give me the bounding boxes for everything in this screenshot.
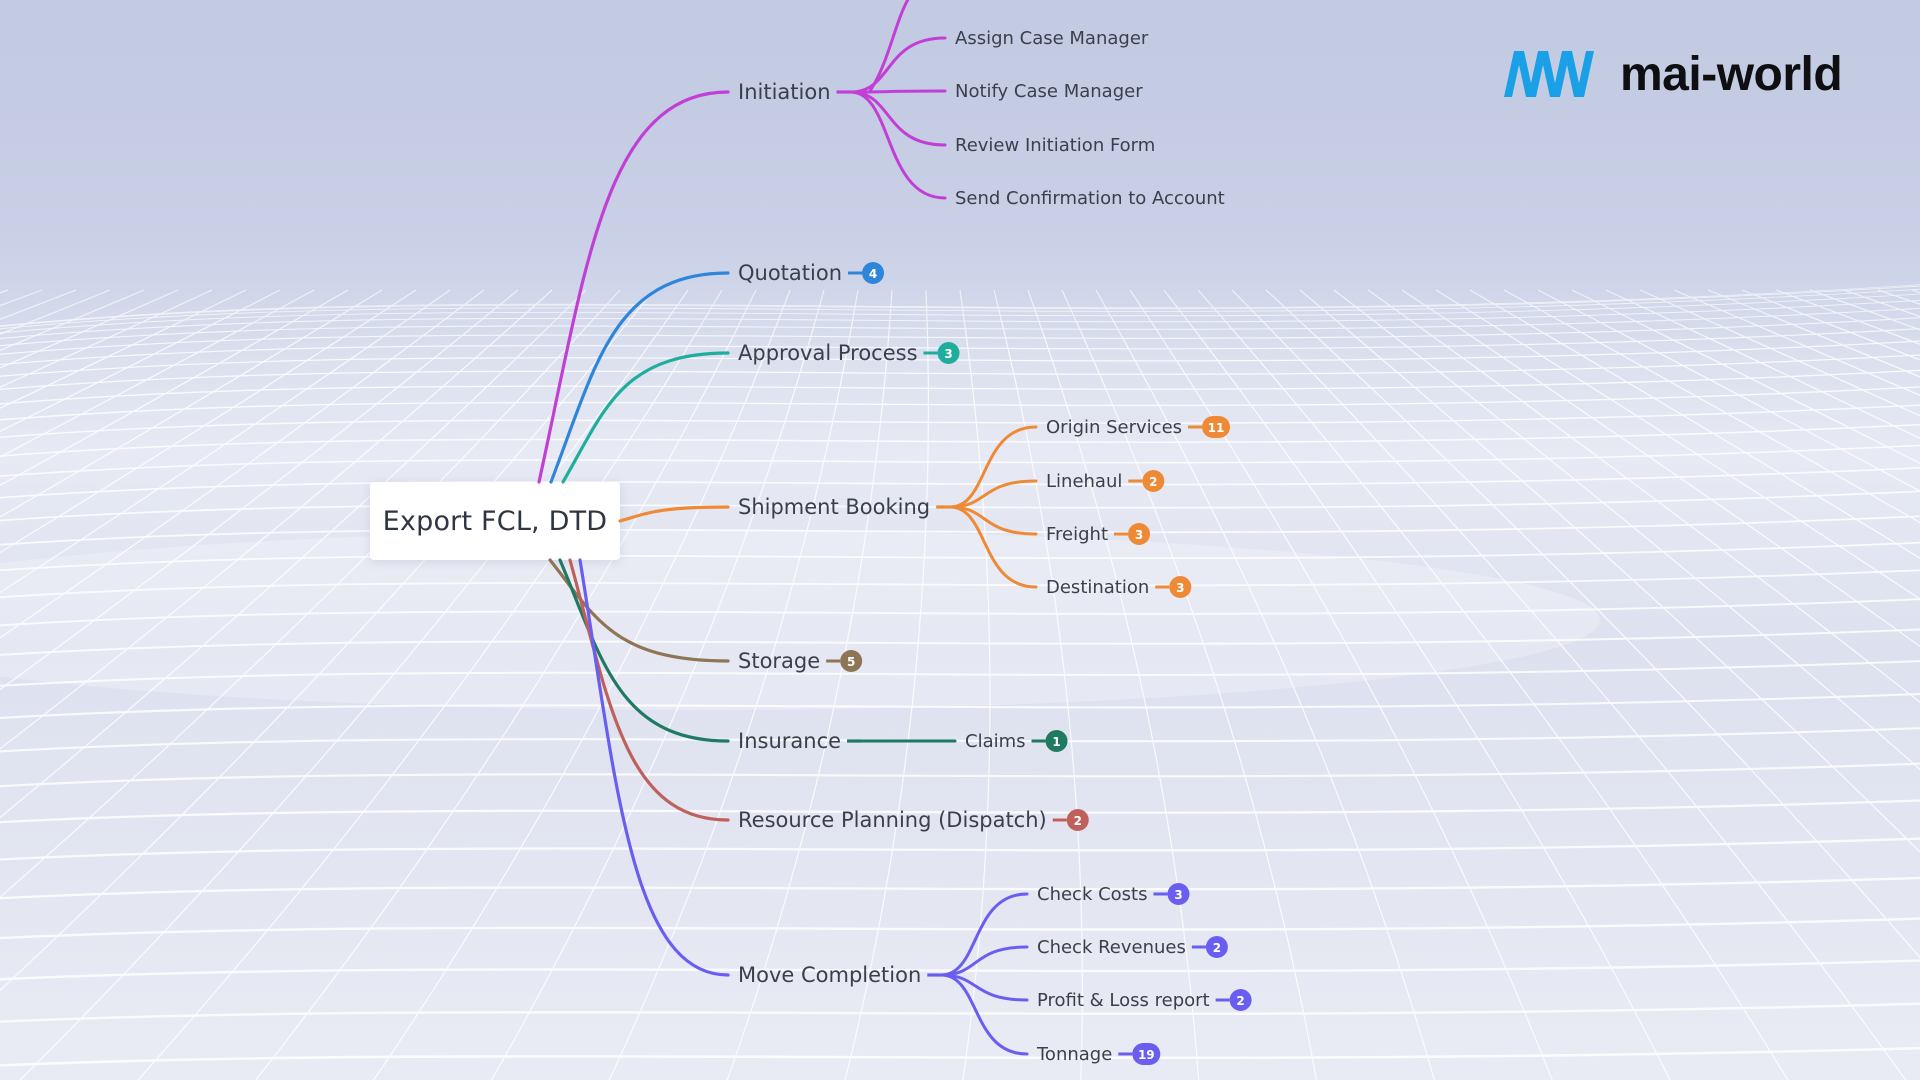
child-connector [849,36,947,94]
child-connector [948,425,1038,509]
count-badge-value: 5 [847,655,855,669]
child-connector [939,973,1029,1056]
count-badge[interactable]: 5 [826,650,863,672]
branch-connector [578,558,730,977]
branch-connector [561,351,730,484]
branch-storage: Storage 5 [548,558,863,673]
child-connector [948,505,1038,589]
child-node-destination: Destination 3 [948,505,1192,598]
count-badge-value: 3 [1135,528,1143,542]
branch-label[interactable]: Storage [738,649,820,673]
count-badge[interactable]: 11 [1188,416,1231,438]
branch-insurance: Insurance Claims 1 [558,558,1068,753]
branch-resource-planning-dispatch: Resource Planning (Dispatch) 2 [568,558,1089,832]
branch-label[interactable]: Resource Planning (Dispatch) [738,808,1047,832]
child-label[interactable]: Linehaul [1046,471,1122,492]
count-badge[interactable]: 2 [1191,936,1228,958]
branch-approval-process: Approval Process 3 [561,341,960,484]
count-badge[interactable]: 3 [1153,883,1190,905]
child-label[interactable]: Freight [1046,524,1108,545]
child-node-send-confirmation-to-account: Send Confirmation to Account [849,90,1225,209]
branch-label[interactable]: Quotation [738,261,842,285]
count-badge[interactable]: 4 [848,262,885,284]
child-label[interactable]: Assign Case Manager [955,28,1149,49]
child-label[interactable]: Notify Case Manager [955,81,1143,102]
count-badge[interactable]: 2 [1052,809,1089,831]
count-badge-value: 2 [1074,814,1082,828]
count-badge-value: 11 [1208,421,1225,435]
branch-connector [549,271,730,484]
count-badge-value: 3 [944,347,952,361]
branch-connector [537,90,730,484]
child-node-notify-case-manager: Notify Case Manager [849,81,1143,102]
child-node-linehaul: Linehaul 2 [948,470,1165,509]
brand-logo: mai-world [1496,46,1843,102]
child-label[interactable]: Check Costs [1037,884,1148,905]
child-connector [849,90,947,147]
branch-label[interactable]: Approval Process [738,341,918,365]
offscreen-connector [868,0,910,92]
child-label[interactable]: Check Revenues [1037,937,1186,958]
count-badge-value: 1 [1052,735,1060,749]
child-node-profit-loss-report: Profit & Loss report 2 [939,973,1252,1011]
child-label[interactable]: Send Confirmation to Account [955,188,1225,209]
child-label[interactable]: Claims [965,731,1026,752]
child-label[interactable]: Tonnage [1036,1044,1112,1065]
count-badge[interactable]: 2 [1128,470,1165,492]
count-badge[interactable]: 19 [1118,1043,1161,1065]
child-connector [849,90,947,200]
root-node-label: Export FCL, DTD [382,505,608,537]
count-badge[interactable]: 3 [1114,523,1151,545]
child-node-assign-case-manager: Assign Case Manager [849,28,1149,94]
child-connector [939,945,1029,977]
count-badge[interactable]: 2 [1215,989,1252,1011]
branch-label[interactable]: Move Completion [738,963,921,987]
branch-label[interactable]: Initiation [738,80,831,104]
branch-label[interactable]: Shipment Booking [738,495,930,519]
child-node-freight: Freight 3 [948,505,1151,545]
count-badge-value: 2 [1236,994,1244,1008]
count-badge-value: 2 [1213,941,1221,955]
branch-connector [568,558,730,822]
child-node-origin-services: Origin Services 11 [948,416,1231,509]
child-connector [948,479,1038,509]
branch-quotation: Quotation 4 [549,261,885,484]
brand-name: mai-world [1620,47,1843,101]
child-connector [849,89,947,94]
child-node-check-costs: Check Costs 3 [939,883,1190,977]
count-badge-value: 3 [1176,581,1184,595]
child-connector [939,892,1029,977]
brand-mark-icon [1504,51,1594,97]
count-badge-value: 2 [1149,475,1157,489]
child-node-tonnage: Tonnage 19 [939,973,1161,1065]
branch-connector [618,505,730,523]
branch-connector [548,558,730,663]
root-node[interactable]: Export FCL, DTD [370,482,620,560]
branch-connector [558,558,730,743]
child-node-check-revenues: Check Revenues 2 [939,936,1228,977]
count-badge[interactable]: 1 [1031,730,1068,752]
child-node-claims: Claims 1 [859,730,1068,752]
count-badge[interactable]: 3 [923,342,960,364]
count-badge-value: 4 [869,267,877,281]
child-connector [948,505,1038,536]
branch-label[interactable]: Insurance [738,729,841,753]
child-label[interactable]: Review Initiation Form [955,135,1155,156]
count-badge-value: 19 [1138,1048,1155,1062]
child-label[interactable]: Origin Services [1046,417,1182,438]
count-badge-value: 3 [1174,888,1182,902]
branch-shipment-booking: Shipment Booking Origin Services 11Linehau… [618,416,1231,598]
child-label[interactable]: Profit & Loss report [1037,990,1210,1011]
child-label[interactable]: Destination [1046,577,1149,598]
count-badge[interactable]: 3 [1155,576,1192,598]
